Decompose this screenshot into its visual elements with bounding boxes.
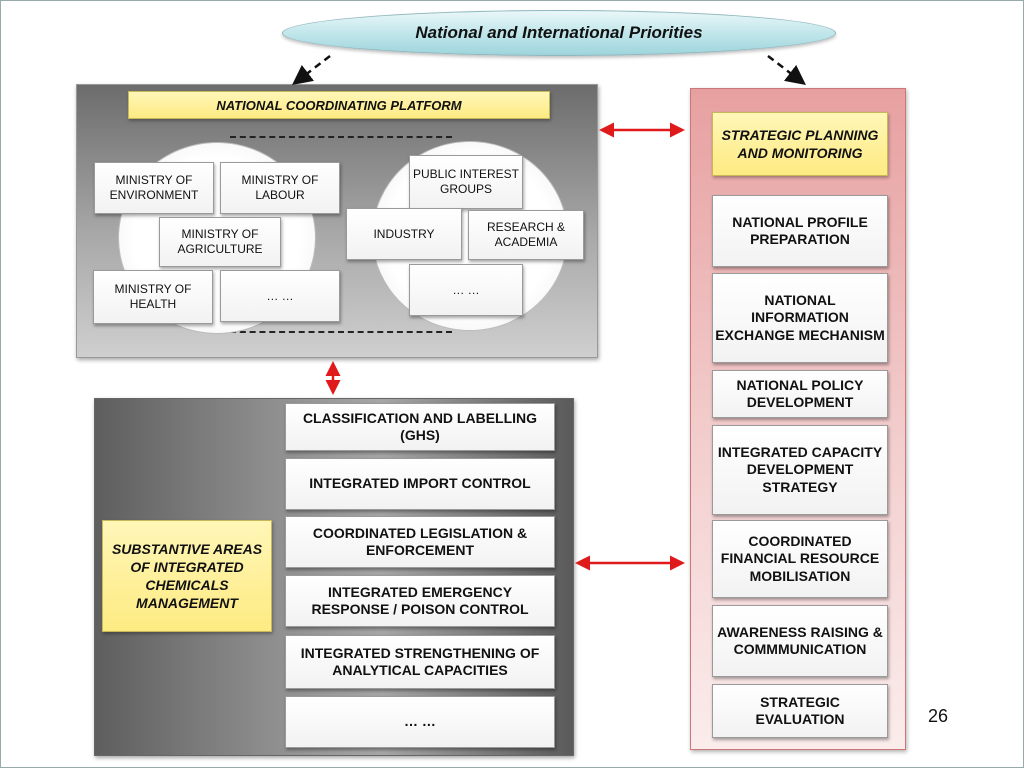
dashed-arrow-left [292, 55, 331, 86]
government-more: … … [220, 270, 340, 322]
public-interest-groups: PUBLIC INTEREST GROUPS [409, 155, 523, 209]
strategic-financial-mobilisation: COORDINATED FINANCIAL RESOURCE MOBILISAT… [712, 520, 888, 598]
strategic-policy-development: NATIONAL POLICY DEVELOPMENT [712, 370, 888, 418]
dashed-line-top [230, 136, 452, 138]
industry: INDUSTRY [346, 208, 462, 260]
area-classification-labelling: CLASSIFICATION AND LABELLING (GHS) [285, 403, 555, 451]
strategic-awareness-communication: AWARENESS RAISING & COMMMUNICATION [712, 605, 888, 677]
area-analytical-capacities: INTEGRATED STRENGTHENING OF ANALYTICAL C… [285, 635, 555, 689]
area-legislation-enforcement: COORDINATED LEGISLATION & ENFORCEMENT [285, 516, 555, 568]
research-academia: RESEARCH & ACADEMIA [468, 210, 584, 260]
ministry-health: MINISTRY OF HEALTH [93, 270, 213, 324]
ministry-agriculture: MINISTRY OF AGRICULTURE [159, 217, 281, 267]
dashed-arrow-right [767, 55, 806, 86]
priorities-ellipse: National and International Priorities [282, 10, 836, 56]
ministry-labour: MINISTRY OF LABOUR [220, 162, 340, 214]
ministry-environment: MINISTRY OF ENVIRONMENT [94, 162, 214, 214]
strategic-profile-preparation: NATIONAL PROFILE PREPARATION [712, 195, 888, 267]
strategic-title: STRATEGIC PLANNING AND MONITORING [712, 112, 888, 176]
substantive-areas-label: SUBSTANTIVE AREAS OF INTEGRATED CHEMICAL… [102, 520, 272, 632]
strategic-evaluation: STRATEGIC EVALUATION [712, 684, 888, 738]
strategic-information-exchange: NATIONAL INFORMATION EXCHANGE MECHANISM [712, 273, 888, 363]
area-emergency-response: INTEGRATED EMERGENCY RESPONSE / POISON C… [285, 575, 555, 627]
stakeholders-more: … … [409, 264, 523, 316]
dashed-line-bottom [230, 331, 452, 333]
priorities-title: National and International Priorities [415, 23, 703, 42]
page-number: 26 [928, 706, 949, 726]
area-import-control: INTEGRATED IMPORT CONTROL [285, 458, 555, 510]
strategic-capacity-development: INTEGRATED CAPACITY DEVELOPMENT STRATEGY [712, 425, 888, 515]
platform-title: NATIONAL COORDINATING PLATFORM [128, 91, 550, 119]
area-more: … … [285, 696, 555, 748]
